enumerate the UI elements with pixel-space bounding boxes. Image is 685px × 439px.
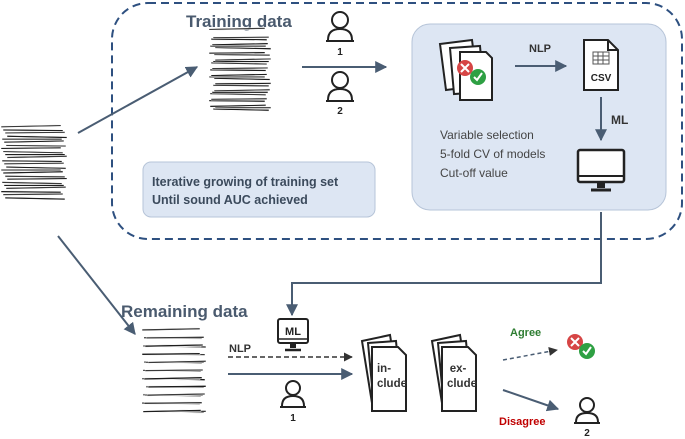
stack-sheet [211,91,269,94]
csv-file-icon [583,39,619,91]
agree-check-icon [567,334,595,359]
stack-sheet [214,106,272,109]
stack-sheet [145,336,205,340]
nlp-label: NLP [529,43,551,55]
reviewer-2-label: 2 [337,106,343,117]
stack-sheet [6,177,68,181]
exclude-label-1: ex- [450,363,467,375]
stack-sheet [212,60,270,63]
iterative-line-1: Iterative growing of training set [152,175,339,189]
iterative-note-box [142,161,376,218]
stack-sheet [6,135,68,139]
ml-label: ML [611,113,628,127]
exclude-documents-icon [430,333,477,412]
stack-sheet [2,150,64,154]
stack-sheet [143,376,203,381]
stack-sheet [141,327,201,332]
stack-sheet [214,82,272,86]
stack-sheet [1,138,63,141]
training-data-title: Training data [186,12,292,31]
stack-sheet [208,27,266,31]
stack-sheet [6,155,68,159]
stack-sheet [147,385,207,389]
stack-sheet [2,128,64,132]
stack-sheet [4,153,66,156]
disagree-label: Disagree [499,416,545,428]
arrow-to-training [77,66,199,134]
arrow-to-remaining [57,235,136,335]
stack-sheet [212,107,270,112]
stack-sheet [144,368,204,372]
stack-sheet [211,66,269,70]
stack-sheet [0,168,62,172]
stack-sheet [210,97,268,101]
stack-sheet [0,146,62,150]
arrow-disagree [502,389,560,412]
stack-sheet [210,73,268,77]
document-stack-icon [141,327,207,414]
stack-sheet [146,392,206,397]
stack-sheet [0,124,62,128]
stack-sheet [5,165,67,170]
documents-check-icon [438,38,493,101]
stack-sheet [213,88,271,93]
stack-sheet [211,42,269,46]
stack-sheet [213,53,271,57]
stack-sheet [4,131,66,135]
stack-sheet [212,84,270,87]
stack-sheet [147,360,207,364]
stack-sheet [208,51,266,55]
stack-sheet [2,170,64,175]
stack-sheet [143,401,203,405]
iterative-line-2: Until sound AUC achieved [152,193,308,207]
remaining-nlp-label: NLP [229,343,251,355]
connector-panel-to-ml [286,212,602,317]
stack-sheet [5,186,67,190]
stack-sheet [4,175,66,178]
stack-sheet [3,139,65,144]
stack-sheet [3,162,65,165]
stack-sheet [212,36,270,39]
monitor-icon [576,148,626,192]
person-icon [326,11,354,42]
stack-sheet [1,181,63,185]
model-step-2: 5-fold CV of models [440,147,545,161]
model-step-1: Variable selection [440,128,534,142]
stack-sheet [141,352,201,356]
stack-sheet [144,343,204,348]
person-icon [280,380,306,408]
csv-label: CSV [591,73,612,84]
agree-label: Agree [510,327,541,339]
stack-sheet [5,144,67,148]
document-stack-icon [208,27,272,112]
stack-sheet [1,159,63,163]
include-label-2: clude [377,378,407,390]
training-boundary [111,2,683,240]
stack-sheet [142,409,202,413]
stack-sheet [4,196,66,201]
stack-sheet [0,190,62,194]
arrow-agree [502,347,558,361]
remaining-reviewer-1-label: 1 [290,413,296,424]
stack-sheet [3,184,65,187]
exclude-label-2: clude [447,378,477,390]
remaining-reviewer-2-label: 2 [584,428,590,439]
stack-sheet [209,104,267,108]
stack-sheet [214,57,272,62]
reviewer-1-label: 1 [337,47,343,58]
person-icon [574,397,600,424]
model-step-3: Cut-off value [440,166,508,180]
remaining-ml-label: ML [285,326,301,338]
stack-sheet [2,192,64,196]
include-documents-icon [360,333,407,412]
document-stack-icon [0,124,68,201]
stack-sheet [213,77,271,81]
monitor-icon [277,318,309,352]
person-icon [326,71,354,102]
include-label-1: in- [377,363,391,375]
remaining-data-title: Remaining data [121,302,248,321]
stack-sheet [214,46,272,50]
